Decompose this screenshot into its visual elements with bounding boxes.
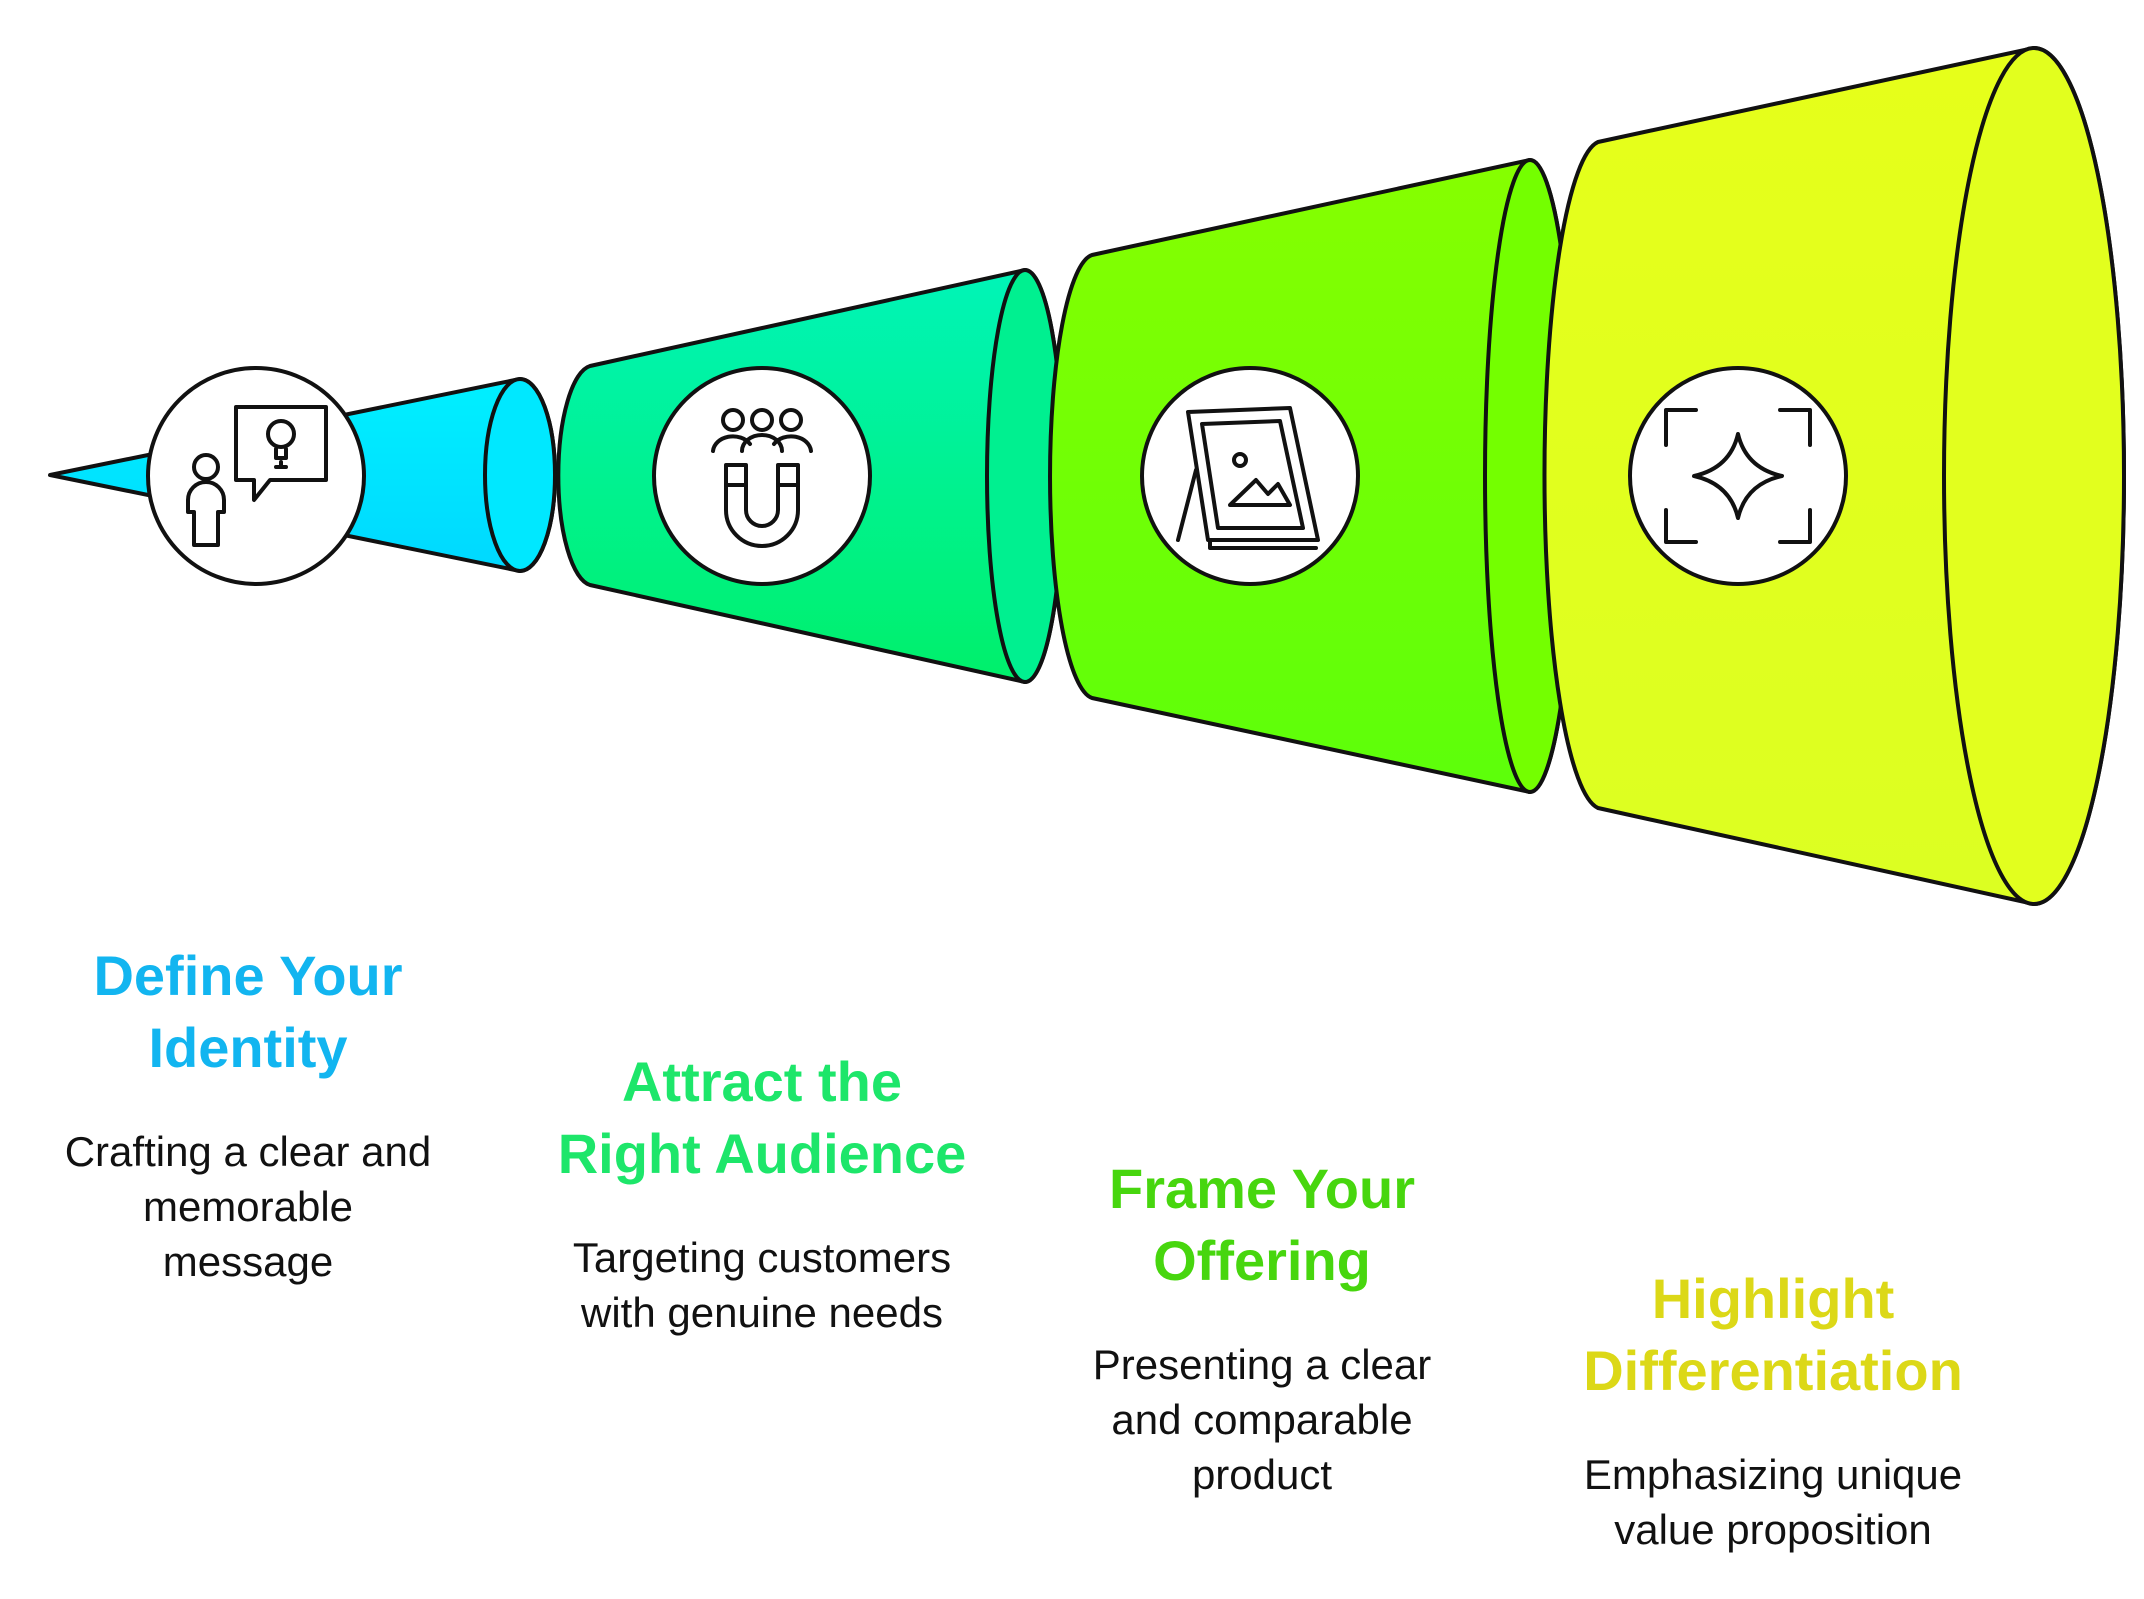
step-highlight-differentiation: Highlight Differentiation Emphasizing un…: [1533, 1263, 2013, 1557]
step-description: Emphasizing unique value proposition: [1583, 1451, 1963, 1553]
icon-circle-2: [652, 366, 872, 586]
step-title: Frame Your Offering: [1108, 1157, 1416, 1292]
step-title: Define Your Identity: [93, 944, 403, 1079]
icon-circle-3: [1140, 366, 1360, 586]
step-define-identity: Define Your Identity Crafting a clear an…: [8, 940, 488, 1289]
step-description: Targeting customers with genuine needs: [572, 1234, 952, 1336]
step-attract-audience: Attract the Right Audience Targeting cus…: [522, 1046, 1002, 1340]
step-description: Crafting a clear and memorable message: [64, 1128, 432, 1285]
magnet-audience-icon: [711, 408, 813, 548]
person-idea-icon: [186, 405, 328, 547]
framed-picture-icon: [1176, 406, 1320, 550]
icon-circle-1: [146, 366, 366, 586]
icon-circle-4: [1628, 366, 1848, 586]
step-description: Presenting a clear and comparable produc…: [1092, 1341, 1432, 1498]
step-title: Highlight Differentiation: [1583, 1267, 1963, 1402]
sparkle-focus-icon: [1664, 408, 1812, 544]
step-title: Attract the Right Audience: [557, 1050, 967, 1185]
step-frame-offering: Frame Your Offering Presenting a clear a…: [1022, 1153, 1502, 1502]
